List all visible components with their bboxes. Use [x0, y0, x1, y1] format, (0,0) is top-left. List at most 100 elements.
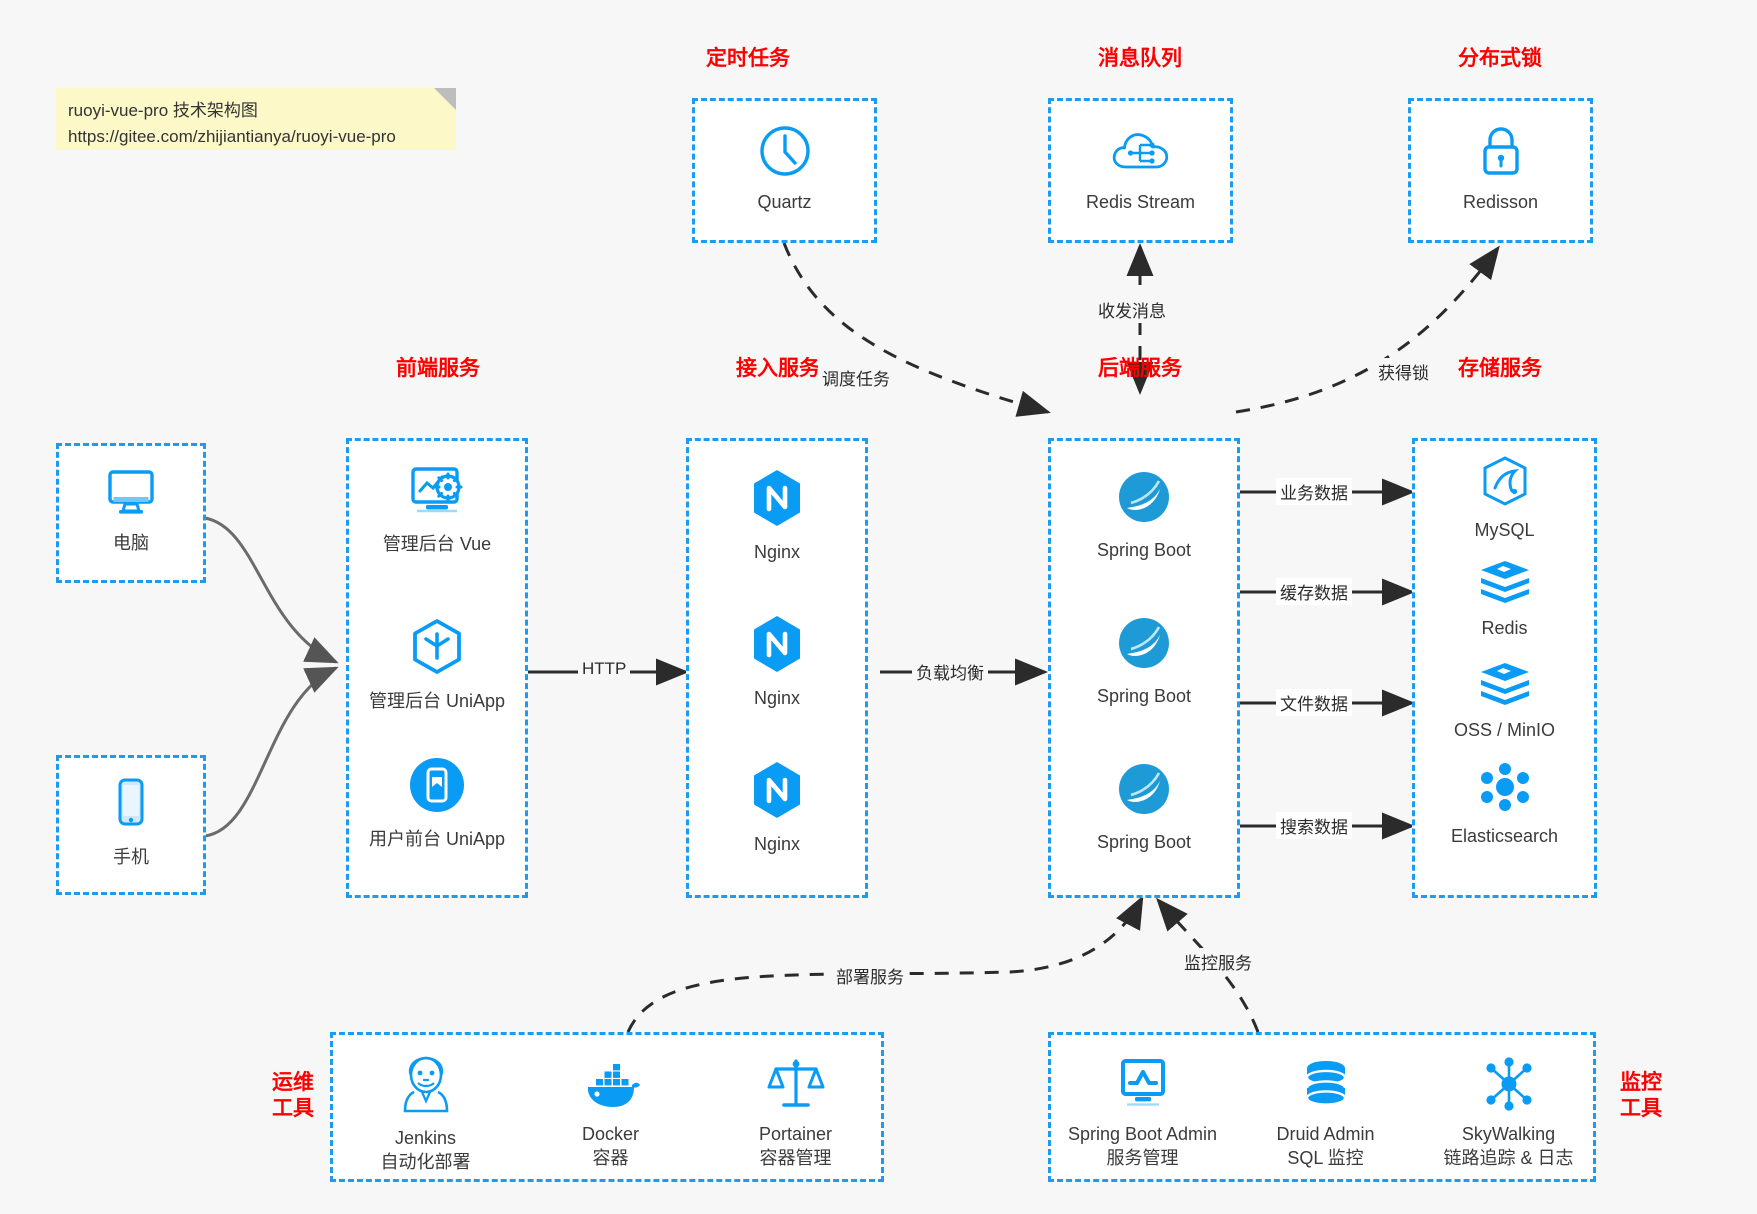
diagram-note: ruoyi-vue-pro 技术架构图 https://gitee.com/zh… [56, 88, 456, 150]
note-url: https://gitee.com/zhijiantianya/ruoyi-vu… [68, 127, 396, 147]
node-nginx-2[interactable]: Nginx [689, 613, 865, 710]
node-admin-uniapp[interactable]: 管理后台 UniApp [349, 616, 525, 713]
node-redis[interactable]: Redis [1415, 557, 1594, 640]
group-distributed-lock: Redisson [1408, 98, 1593, 243]
group-title-frontend: 前端服务 [396, 357, 480, 380]
node-sublabel: 自动化部署 [380, 1152, 471, 1173]
node-label: 手机 [113, 847, 149, 867]
node-spring-boot-2[interactable]: Spring Boot [1051, 613, 1237, 708]
node-label: OSS / MinIO [1453, 720, 1556, 740]
node-label: Spring Boot [1096, 832, 1192, 852]
node-sublabel: SQL 监控 [1287, 1148, 1364, 1169]
node-label: SkyWalking [1461, 1124, 1556, 1144]
node-redisson[interactable]: Redisson [1411, 121, 1590, 214]
node-label: Spring Boot Admin [1067, 1124, 1218, 1144]
phone-icon [108, 776, 154, 839]
node-admin-vue[interactable]: 管理后台 Vue [349, 463, 525, 556]
monitor-gear-icon [405, 463, 469, 526]
group-scheduler: Quartz [692, 98, 877, 243]
nginx-icon [748, 613, 806, 680]
node-portainer[interactable]: Portainer 容器管理 [703, 1055, 888, 1171]
node-mysql[interactable]: MySQL [1415, 455, 1594, 542]
edge-label-schedule-task: 调度任务 [818, 364, 894, 391]
node-label: Redisson [1462, 192, 1539, 212]
database-icon [1299, 1059, 1353, 1116]
edge-label-deploy-service: 部署服务 [832, 962, 908, 989]
node-druid-admin[interactable]: Druid Admin SQL 监控 [1234, 1059, 1417, 1171]
node-nginx-3[interactable]: Nginx [689, 759, 865, 856]
group-backend: Spring Boot Spring Boot Spring Boot [1048, 438, 1240, 898]
node-label: MySQL [1474, 520, 1535, 540]
node-label: Druid Admin [1276, 1124, 1375, 1144]
monitor-title-line1: 监控 [1620, 1071, 1662, 1094]
node-label: 管理后台 Vue [382, 534, 492, 554]
elasticsearch-icon [1478, 761, 1532, 818]
edge-label-business-data: 业务数据 [1276, 478, 1352, 505]
group-frontend: 管理后台 Vue 管理后台 UniApp 用户前台 [346, 438, 528, 898]
group-title-distributed-lock: 分布式锁 [1458, 47, 1542, 70]
group-title-scheduler: 定时任务 [706, 47, 790, 70]
node-spring-boot-1[interactable]: Spring Boot [1051, 467, 1237, 562]
node-skywalking[interactable]: SkyWalking 链路追踪 & 日志 [1417, 1057, 1600, 1171]
lock-icon [1474, 121, 1528, 184]
group-title-backend: 后端服务 [1098, 357, 1182, 380]
ops-title-line1: 运维 [272, 1071, 314, 1094]
node-sublabel: 容器管理 [759, 1148, 832, 1169]
edge-label-acquire-lock: 获得锁 [1374, 358, 1433, 385]
node-user-uniapp[interactable]: 用户前台 UniApp [349, 754, 525, 851]
monitor-chart-icon [1114, 1055, 1172, 1116]
node-label: Quartz [757, 192, 812, 212]
group-message-queue: Redis Stream [1048, 98, 1233, 243]
node-label: Docker [581, 1124, 639, 1144]
nginx-icon [748, 467, 806, 534]
spring-boot-icon [1114, 759, 1174, 824]
edge-label-http: HTTP [578, 658, 631, 680]
skywalking-icon [1481, 1057, 1537, 1116]
node-docker[interactable]: Docker 容器 [518, 1061, 703, 1171]
note-fold-corner [434, 88, 456, 110]
group-monitor-tools: Spring Boot Admin 服务管理 Druid Admin SQL 监… [1048, 1032, 1596, 1182]
group-title-monitor-tools: 监控 工具 [1606, 1070, 1676, 1123]
node-label: Jenkins [394, 1128, 457, 1148]
group-title-message-queue: 消息队列 [1098, 47, 1182, 70]
node-spring-boot-3[interactable]: Spring Boot [1051, 759, 1237, 854]
desktop-icon [101, 464, 161, 525]
node-elasticsearch[interactable]: Elasticsearch [1415, 761, 1594, 848]
cloud-stream-icon [1110, 123, 1172, 184]
node-nginx-1[interactable]: Nginx [689, 467, 865, 564]
node-jenkins[interactable]: Jenkins 自动化部署 [333, 1053, 518, 1175]
node-quartz[interactable]: Quartz [695, 123, 874, 214]
node-desktop[interactable]: 电脑 [59, 464, 203, 555]
group-title-ops-tools: 运维 工具 [258, 1070, 328, 1123]
group-title-storage: 存储服务 [1458, 357, 1542, 380]
node-label: Spring Boot [1096, 686, 1192, 706]
spring-boot-icon [1114, 613, 1174, 678]
docker-icon [580, 1061, 642, 1116]
node-label: 电脑 [113, 533, 149, 553]
group-client-mobile: 手机 [56, 755, 206, 895]
edge-label-search-data: 搜索数据 [1276, 812, 1352, 839]
edge-label-send-receive-message: 收发消息 [1094, 296, 1170, 323]
group-storage: MySQL Redis OS [1412, 438, 1597, 898]
edge-label-monitor-service: 监控服务 [1180, 948, 1256, 975]
mobile-app-icon [406, 754, 468, 821]
node-label: 管理后台 UniApp [368, 691, 506, 711]
node-label: Portainer [758, 1124, 833, 1144]
node-oss-minio[interactable]: OSS / MinIO [1415, 659, 1594, 742]
note-title: ruoyi-vue-pro 技术架构图 [68, 101, 258, 120]
edge-label-load-balance: 负载均衡 [912, 658, 988, 685]
nginx-icon [748, 759, 806, 826]
mysql-icon [1479, 455, 1531, 512]
node-redis-stream[interactable]: Redis Stream [1051, 123, 1230, 214]
node-spring-boot-admin[interactable]: Spring Boot Admin 服务管理 [1051, 1055, 1234, 1171]
node-label: Spring Boot [1096, 540, 1192, 560]
node-sublabel: 容器 [592, 1148, 629, 1169]
node-label: Elasticsearch [1450, 826, 1559, 846]
node-sublabel: 链路追踪 & 日志 [1443, 1148, 1574, 1169]
monitor-title-line2: 工具 [1620, 1097, 1662, 1121]
group-ops-tools: Jenkins 自动化部署 [330, 1032, 884, 1182]
oss-icon [1477, 659, 1533, 712]
node-mobile[interactable]: 手机 [59, 776, 203, 869]
clock-icon [757, 123, 813, 184]
